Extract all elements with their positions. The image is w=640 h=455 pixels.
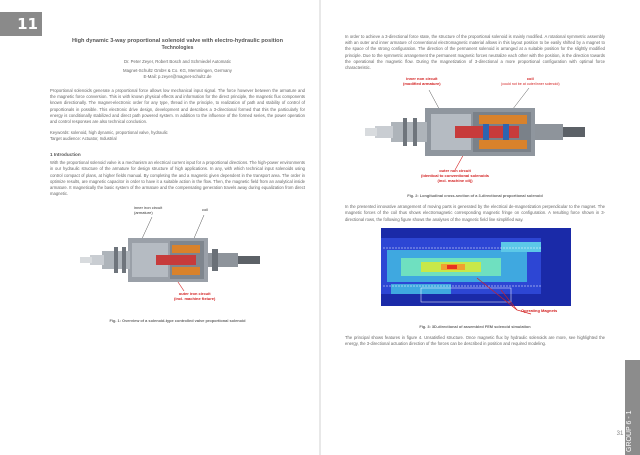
right-intro-paragraph: In order to achieve a 3-directional forc… [345,34,605,71]
figure-2-caption: Fig. 2: Longitudinal cross-section of a … [407,193,543,199]
label-outer-non-circuit: outer non circuit (identical to conventi… [421,168,489,183]
three-directional-solenoid-cross-section [365,88,585,171]
label-operating-magnets: Operating Magnets [521,307,558,313]
label-outer-iron-text: outer iron circuit [178,291,211,297]
keywords-line: Keywords: solenoid, high dynamic, propor… [50,130,168,136]
label-coil-right: coil (could not be at outer/inner soleno… [501,76,560,87]
email-line: E-Mail: p.zeyer@magnet-schultz.de [143,74,212,79]
figure-2: inner non circuit (modified armature) co… [359,76,589,190]
solenoid-valve-illustration [80,215,260,292]
page-gutter [319,0,321,455]
side-group-tab: GROUP 6 - 1 [625,360,640,455]
abstract-paragraph: Proportional solenoids generate a propor… [50,88,305,125]
label-coil-right-sub-text: (could not be at outer/inner solenoid) [501,82,560,87]
side-tab-label: GROUP 6 - 1 [626,410,633,453]
figure-1-caption: Fig. 1: Overview of a solenoid-type cont… [109,318,246,324]
fem-simulation-image [381,227,571,315]
audience-line: Target audience: Actuator, Industrial [50,136,117,142]
side-page-number: 31 [616,431,624,437]
affiliation-line: Magnet-Schultz GmbH & Co. KG, Memmingen,… [123,68,232,73]
label-outer-iron-circuit: outer iron circuit (incl. machine fixtur… [174,291,215,301]
paper-subtitle: Technologies [161,45,194,51]
label-inner-iron-circuit: inner iron circuit (armature) [134,205,162,215]
paper-author: Dr. Peter Zeyer, Robert Bosch and Schmie… [124,59,231,64]
label-armature-text: (armature) [134,210,153,216]
label-inner-iron-text: inner iron circuit [134,205,163,211]
left-page: High dynamic 3-way proportional solenoid… [50,34,305,329]
right-page: In order to achieve a 3-directional forc… [345,34,605,352]
label-outer-non-sub-text: (identical to conventional solenoids [421,173,490,179]
label-outer-non-sub2-text: (incl. machine oil)) [437,178,473,184]
page-number-tab: 11 [0,12,42,36]
label-inner-non-sub-text: (modified armature) [403,81,441,87]
right-paragraph-2: In the presented innovative arrangement … [345,204,605,222]
label-inner-non-text: inner non circuit [406,76,438,82]
label-outer-iron-sub-text: (incl. machine fixture) [174,296,216,302]
label-inner-non-circuit: inner non circuit (modified armature) [403,76,441,86]
figure-3: Operating Magnets [381,227,571,318]
figure-3-caption: Fig. 3: 3D-directional of assembled FEM … [419,323,531,329]
right-paragraph-3: The principal shows features in figure 4… [345,334,605,347]
paper-title: High dynamic 3-way proportional solenoid… [71,38,284,44]
label-coil-right-text: coil [526,76,534,82]
section-heading-introduction: 1 Introduction [50,152,81,158]
label-outer-non-text: outer non circuit [439,168,471,174]
figure-1: inner iron circuit (armature) coil outer… [72,203,272,315]
intro-paragraph: With the proportional solenoid valve is … [50,160,305,197]
label-coil: coil [202,207,209,213]
